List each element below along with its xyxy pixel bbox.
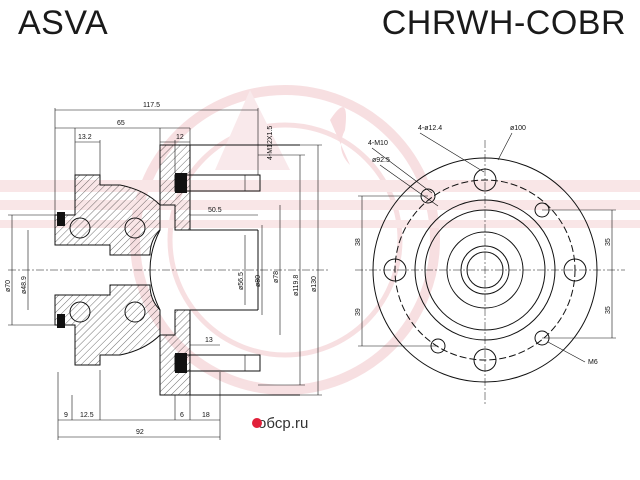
dim-13: 13 — [205, 337, 213, 344]
dim-d56-5: ø56.5 — [238, 272, 245, 290]
callout-4-d12-4: 4-ø12.4 — [418, 125, 442, 132]
bearing-ball-4 — [124, 301, 146, 323]
dim-9: 9 — [64, 412, 68, 419]
dim-92: 92 — [136, 429, 144, 436]
pilot-outer — [446, 231, 524, 309]
center-bore — [466, 251, 504, 289]
outer-rim — [372, 157, 598, 383]
dim-d119-8: ø119.8 — [293, 275, 300, 296]
callout-d100: ø100 — [510, 125, 526, 132]
watermark-dot-icon — [252, 418, 262, 428]
hole-left — [383, 258, 407, 282]
dim-d70: ø70 — [5, 280, 12, 292]
callout-m6: M6 — [588, 359, 598, 366]
callout-d92-5: ø92.5 — [372, 157, 390, 164]
dim-38: 38 — [355, 238, 362, 246]
bolt-circle-pcd — [394, 179, 576, 361]
stud-head-upper — [175, 173, 187, 193]
dim-d80: ø80 — [255, 275, 262, 287]
dim-d130: ø130 — [311, 276, 318, 292]
dim-overall-length: 117.5 — [143, 102, 160, 109]
side-view: 117.5 65 13.2 12 4-M12X1.5 50.5 13 ø70 ø… — [5, 102, 330, 440]
bearing-ball-1 — [69, 217, 91, 239]
hub-body-lower — [54, 284, 161, 366]
part-number: CHRWH-COBR — [381, 4, 626, 42]
callout-4-m10: 4-M10 — [368, 140, 388, 147]
pilot-inner — [460, 245, 510, 295]
dim-35-upper: 35 — [605, 238, 612, 246]
dim-d48-9: ø48.9 — [21, 276, 28, 294]
dim-39: 39 — [355, 308, 362, 316]
dim-6: 6 — [180, 412, 184, 419]
dim-d78: ø78 — [273, 271, 280, 283]
bearing-ball-3 — [69, 301, 91, 323]
hub-ring — [424, 209, 546, 331]
bearing-ball-2 — [124, 217, 146, 239]
hole-top — [473, 168, 497, 192]
brand-title: ASVA — [18, 4, 109, 42]
dim-35-lower: 35 — [605, 306, 612, 314]
seal-lower — [57, 314, 65, 328]
dim-flange-length: 65 — [117, 120, 125, 127]
dim-50-5: 50.5 — [208, 207, 222, 214]
hole-bottom — [473, 348, 497, 372]
hub-face — [414, 199, 556, 341]
dim-left-step: 13.2 — [78, 134, 92, 141]
dim-right-step: 12 — [176, 134, 184, 141]
front-view: 4-M10 4-ø12.4 ø100 ø92.5 M6 38 39 35 35 — [355, 125, 625, 405]
stud-callout: 4-M12X1.5 — [267, 126, 274, 160]
watermark-text: oбcp.ru — [258, 415, 308, 432]
hole-right — [563, 258, 587, 282]
dim-12-5: 12.5 — [80, 412, 94, 419]
lug-holes — [383, 168, 587, 372]
bore-curve — [149, 229, 161, 311]
stud-head-lower — [175, 353, 187, 373]
seal-upper — [57, 212, 65, 226]
dim-18: 18 — [202, 412, 210, 419]
